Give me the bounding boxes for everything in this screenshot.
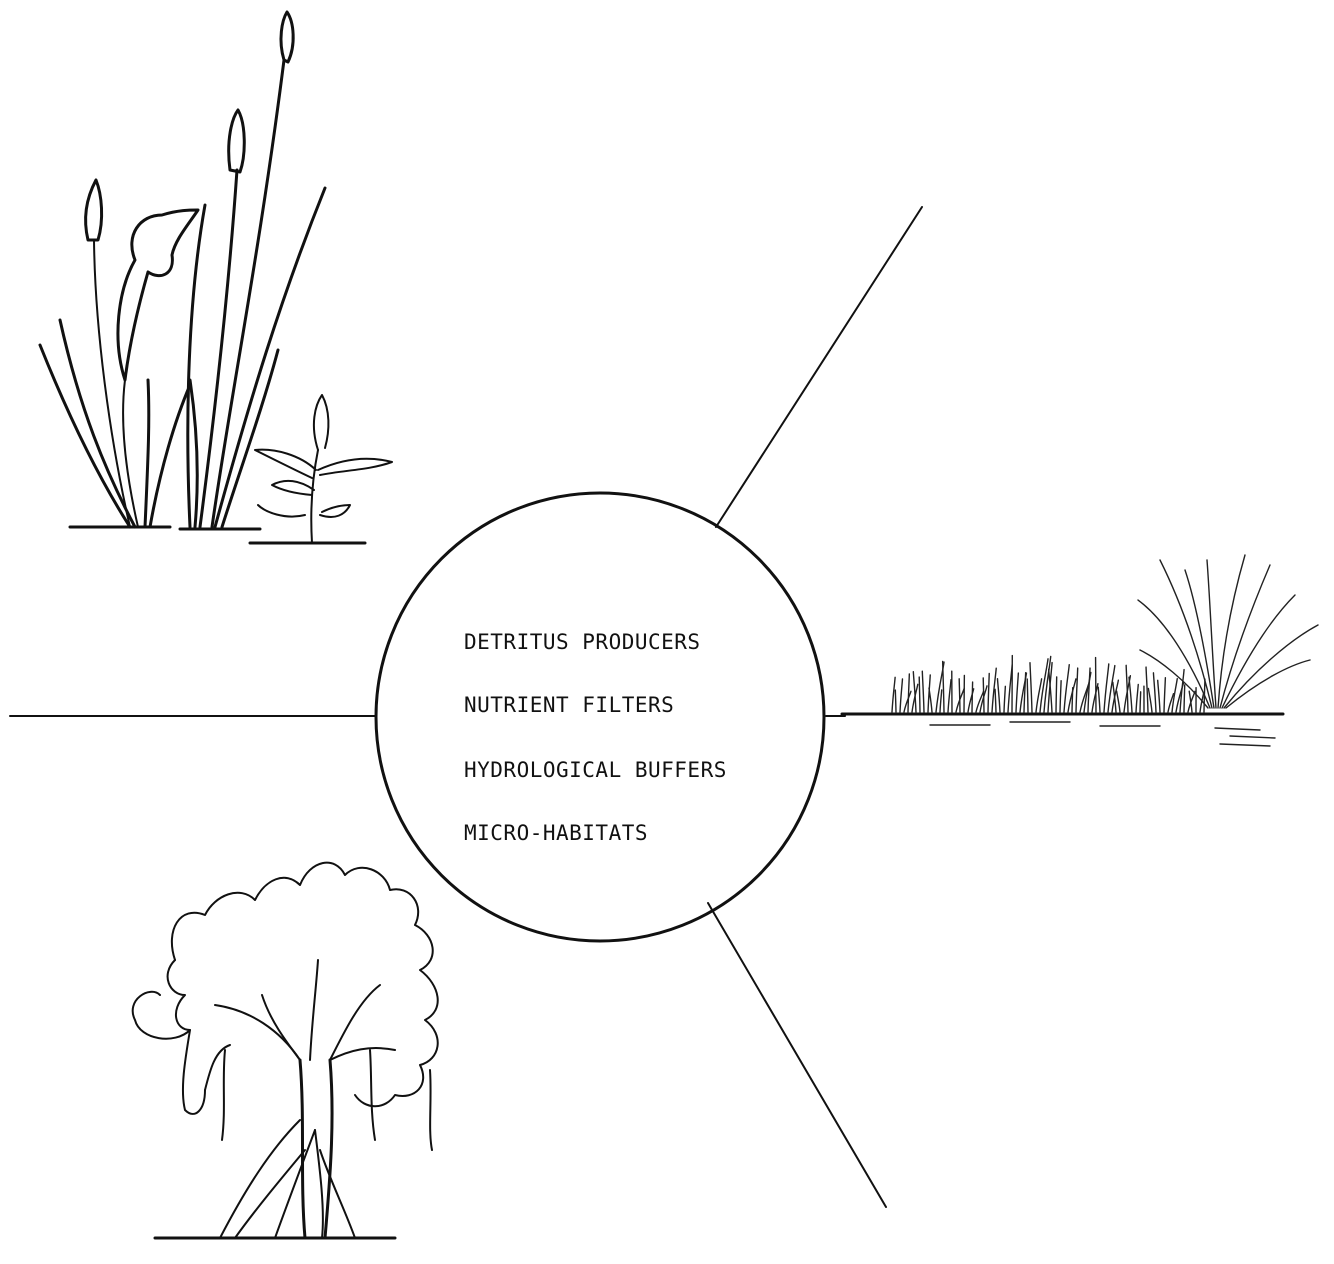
divider-bottom-right-line — [708, 903, 886, 1207]
center-circle — [376, 493, 824, 941]
list-item-hydrological-buffers: HYDROLOGICAL BUFFERS — [464, 758, 727, 782]
emergent-marsh-plants-icon — [40, 12, 392, 543]
list-item-micro-habitats: MICRO-HABITATS — [464, 821, 648, 845]
list-item-nutrient-filters: NUTRIENT FILTERS — [464, 693, 674, 717]
grass-marsh-icon — [842, 555, 1318, 746]
mangrove-tree-icon — [133, 863, 438, 1238]
list-item-detritus-producers: DETRITUS PRODUCERS — [464, 630, 701, 654]
divider-top-right-line — [716, 207, 922, 527]
